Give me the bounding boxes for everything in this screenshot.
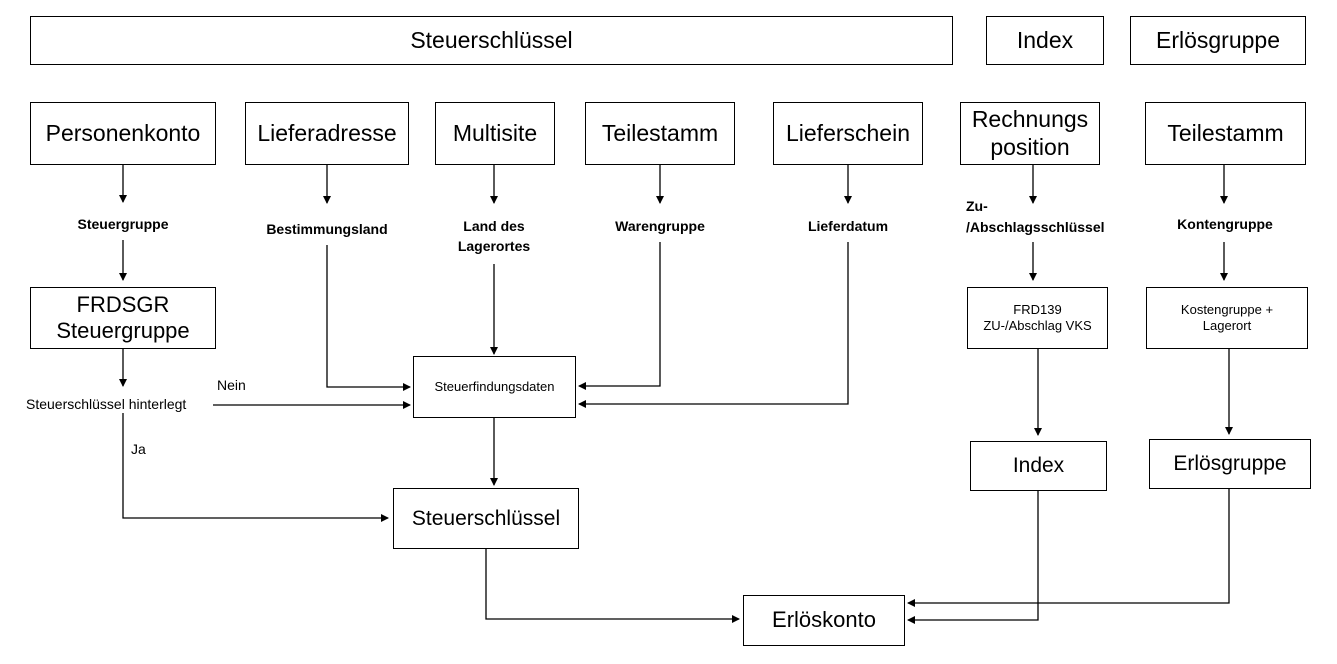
header-index: Index bbox=[986, 16, 1104, 65]
arrow-steuerschluessel-erloeskonto bbox=[485, 549, 740, 623]
node-index: Index bbox=[970, 441, 1107, 491]
node-steuerfindungsdaten: Steuerfindungsdaten bbox=[413, 356, 576, 418]
node-frd139: FRD139 ZU-/Abschlag VKS bbox=[967, 287, 1108, 349]
attr-bestimmungsland: Bestimmungsland bbox=[266, 221, 388, 237]
attr-kontengruppe: Kontengruppe bbox=[1177, 216, 1273, 232]
arrow-erloesgruppe-erloeskonto bbox=[907, 489, 1230, 607]
attr-lieferdatum: Lieferdatum bbox=[807, 218, 889, 234]
attr-steuergruppe: Steuergruppe bbox=[77, 216, 169, 232]
arrow-warengruppe-steuerfindung bbox=[578, 242, 661, 390]
source-personenkonto: Personenkonto bbox=[30, 102, 216, 165]
source-teilestamm: Teilestamm bbox=[585, 102, 735, 165]
decision-nein: Nein bbox=[217, 377, 246, 393]
header-erloesgruppe: Erlösgruppe bbox=[1130, 16, 1306, 65]
decision-question: Steuerschlüssel hinterlegt bbox=[26, 396, 187, 412]
arrow-ja-steuerschluessel bbox=[122, 413, 389, 522]
decision-ja: Ja bbox=[131, 441, 146, 457]
node-kostengruppe: Kostengruppe + Lagerort bbox=[1146, 287, 1308, 349]
arrow-index-erloeskonto bbox=[907, 491, 1039, 624]
arrow-lieferdatum-steuerfindung bbox=[578, 242, 849, 408]
source-teilestamm-2: Teilestamm bbox=[1145, 102, 1306, 165]
source-lieferadresse: Lieferadresse bbox=[245, 102, 409, 165]
node-erloesgruppe: Erlösgruppe bbox=[1149, 439, 1311, 489]
node-steuerschluessel: Steuerschlüssel bbox=[393, 488, 579, 549]
node-erloeskonto: Erlöskonto bbox=[743, 595, 905, 646]
source-rechnungsposition: Rechnungs position bbox=[960, 102, 1100, 165]
node-frdsgr: FRDSGR Steuergruppe bbox=[30, 287, 216, 349]
arrow-bestimmungsland-steuerfindung bbox=[326, 245, 411, 391]
source-multisite: Multisite bbox=[435, 102, 555, 165]
header-steuerschluessel: Steuerschlüssel bbox=[30, 16, 953, 65]
attr-land-lagerortes: Land des Lagerortes bbox=[457, 218, 531, 254]
source-lieferschein: Lieferschein bbox=[773, 102, 923, 165]
attr-warengruppe: Warengruppe bbox=[615, 218, 705, 234]
attr-zu-abschlagsschluessel: Zu- /Abschlagsschlüssel bbox=[966, 198, 1105, 235]
